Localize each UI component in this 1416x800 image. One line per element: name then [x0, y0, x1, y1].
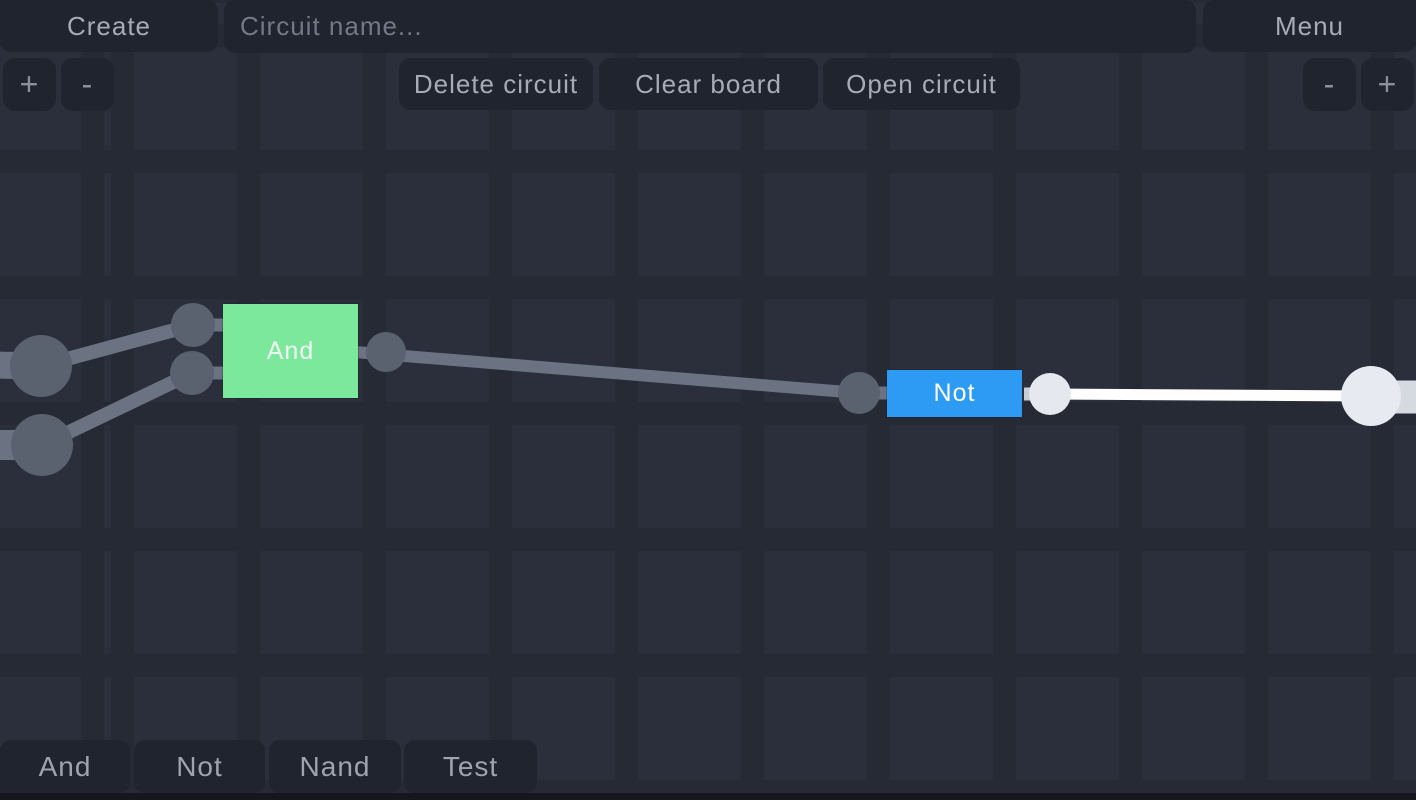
zoom-in-right-button[interactable]: + [1361, 58, 1414, 111]
node-not-output[interactable] [1029, 373, 1071, 415]
zoom-in-left-button[interactable]: + [3, 58, 56, 111]
node-board-input-1[interactable] [10, 335, 72, 397]
gate-and-label: And [266, 336, 315, 365]
node-board-input-2[interactable] [11, 414, 73, 476]
open-circuit-button[interactable]: Open circuit [823, 58, 1020, 110]
create-button[interactable]: Create [0, 0, 218, 52]
palette-item-and[interactable]: And [0, 740, 130, 793]
circuit-name-input[interactable] [224, 0, 1196, 53]
clear-board-button[interactable]: Clear board [599, 58, 818, 110]
bottom-edge-strip [0, 793, 1416, 800]
wire-not-output-to-board-output[interactable] [1049, 388, 1372, 402]
palette-item-nand[interactable]: Nand [269, 740, 401, 793]
delete-circuit-button[interactable]: Delete circuit [399, 58, 593, 110]
node-not-input[interactable] [838, 372, 880, 414]
zoom-out-right-button[interactable]: - [1303, 58, 1356, 111]
gate-not[interactable]: Not [887, 370, 1022, 417]
node-board-output[interactable] [1341, 366, 1401, 426]
menu-button[interactable]: Menu [1203, 0, 1416, 52]
wire-and-output-to-not-input[interactable] [354, 346, 860, 399]
node-and-input-1[interactable] [171, 303, 215, 347]
palette-item-test[interactable]: Test [404, 740, 537, 793]
node-and-output[interactable] [366, 332, 406, 372]
gate-not-label: Not [933, 379, 976, 407]
palette-item-not[interactable]: Not [134, 740, 265, 793]
zoom-out-left-button[interactable]: - [61, 58, 114, 111]
gate-and[interactable]: And [223, 304, 358, 398]
node-and-input-2[interactable] [170, 351, 214, 395]
